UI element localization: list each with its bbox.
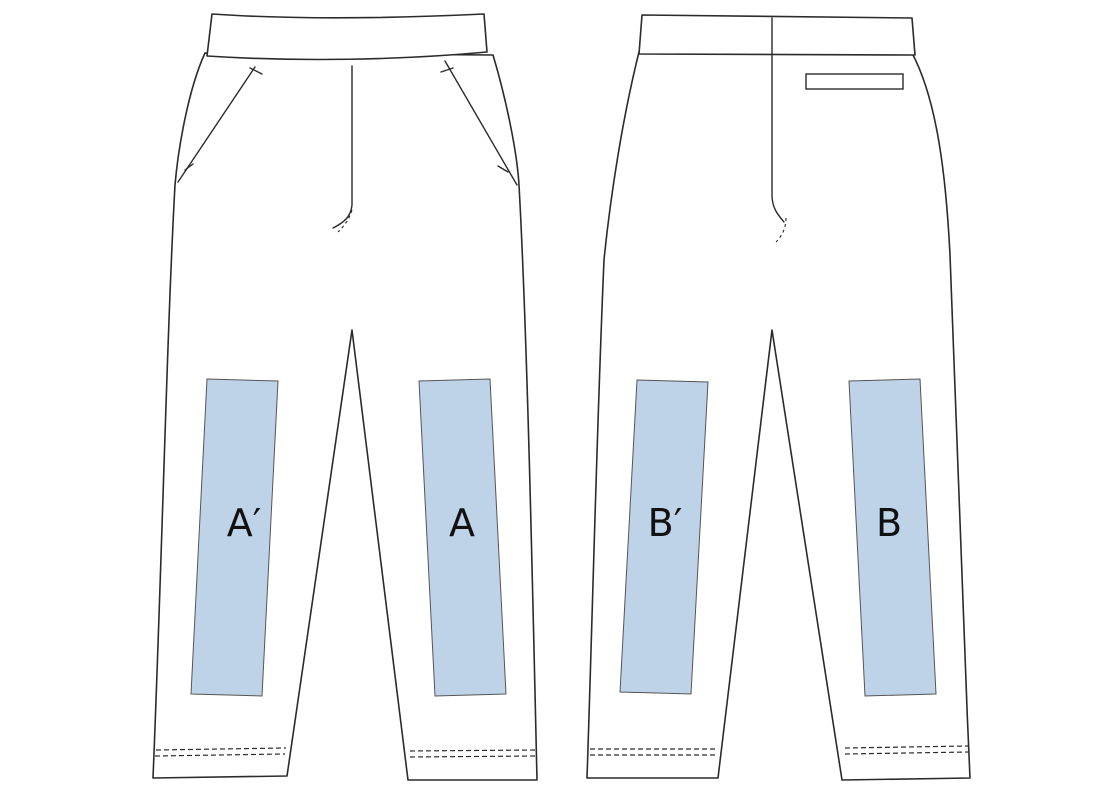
patch-a-prime-label: A′ (227, 501, 262, 545)
back-waistband (638, 14, 916, 56)
right-pocket-tack-bottom (497, 165, 509, 173)
front-left-hem-stitch (155, 747, 287, 751)
front-right-hem-stitch (409, 749, 537, 752)
patch-a-rect (418, 378, 507, 697)
front-right-hem-stitch-2 (409, 755, 537, 758)
patch-a-prime: A′ (190, 378, 279, 697)
patch-a-label: A (449, 501, 475, 545)
patch-a: A (418, 378, 507, 697)
patch-b-prime-rect (619, 379, 709, 695)
left-pocket-tack-bottom (184, 163, 194, 171)
patch-b-label: B (876, 501, 902, 545)
front-left-hem-stitch-2 (154, 753, 286, 757)
right-pocket-opening (444, 60, 518, 186)
left-pocket-opening (177, 66, 256, 183)
back-right-hem-stitch (844, 745, 969, 749)
patch-b-prime-label: B′ (648, 501, 683, 545)
patch-a-prime-rect (190, 378, 279, 697)
right-pocket-tack-top (440, 67, 454, 73)
back-center-seam (771, 17, 785, 223)
front-fly-seam (332, 65, 353, 229)
front-crotch-stitch (337, 209, 353, 233)
patch-b-rect (848, 378, 937, 697)
left-pocket-tack-top (249, 67, 263, 75)
front-waistband (206, 13, 488, 61)
patch-b: B (848, 378, 937, 697)
back-crotch-stitch (775, 217, 787, 243)
back-welt-pocket (805, 73, 904, 90)
back-right-hem-stitch-2 (844, 751, 969, 755)
patch-b-prime: B′ (619, 379, 709, 695)
